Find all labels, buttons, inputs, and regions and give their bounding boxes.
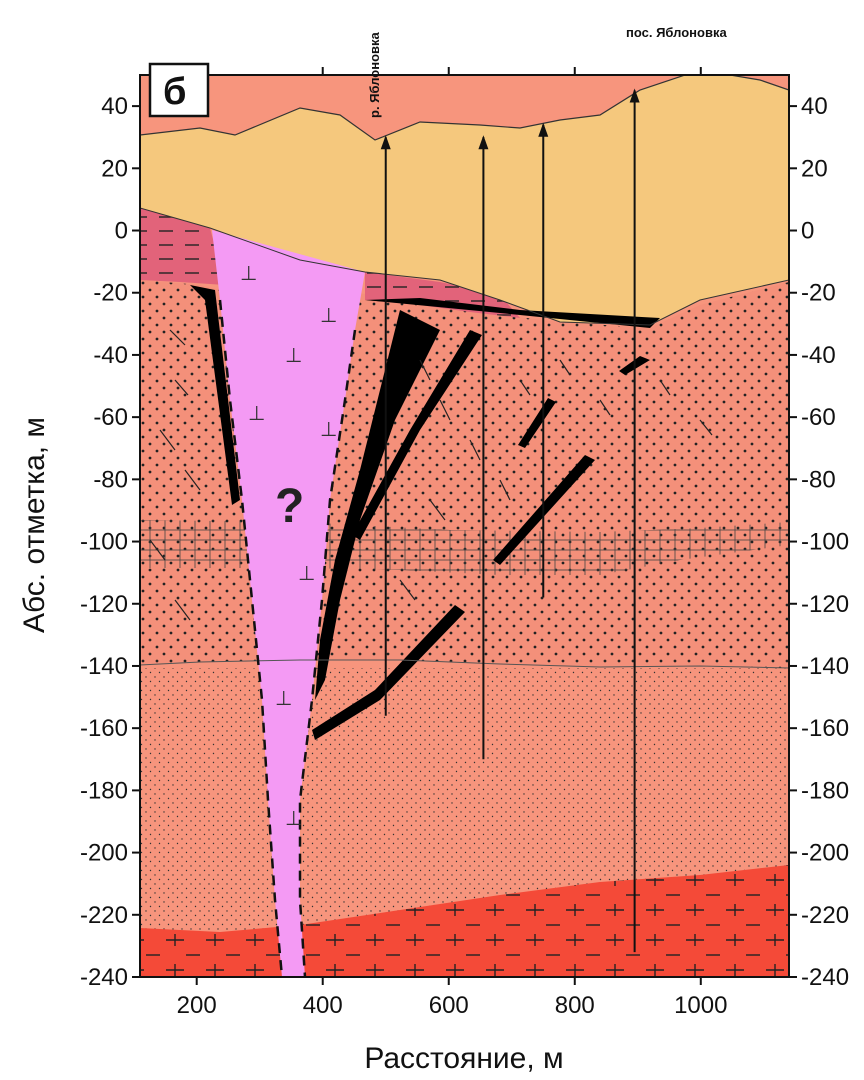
section-body: ⊥ ⊥ ⊥ ⊥ ⊥ ⊥ ⊥ ⊥ ? [140,75,789,977]
x-axis-bottom: 200 400 600 800 1000 [177,977,727,1019]
y-tick-label: -20 [93,280,128,307]
y-tick-label: -220 [80,902,128,929]
y-tick-label: -80 [801,466,836,493]
dyke-symbol: ⊥ [298,563,315,585]
y-tick-label: -120 [80,591,128,618]
x-axis-title: Расстояние, м [364,1042,563,1075]
vein-branch-1 [352,330,482,540]
dyke-contact-right [298,329,357,977]
y-tick-label: -160 [801,715,849,742]
x-tick-label: 600 [429,992,469,1019]
dyke-symbol: ⊥ [285,345,302,367]
dyke-symbol: ⊥ [320,419,337,441]
y-tick-label: -100 [80,529,128,556]
y-tick-label: -240 [80,964,128,991]
y-axis-title: Абс. отметка, м [18,417,51,633]
dyke-contact-left [218,299,284,977]
dyke-symbol: ⊥ [240,263,257,285]
vein-main [315,310,440,700]
y-tick-label: 0 [801,218,814,245]
plot-frame [139,74,790,978]
y-tick-label: -140 [801,653,849,680]
x-tick-label: 800 [555,992,595,1019]
y-tick-label: -60 [801,404,836,431]
y-tick-label: -220 [801,902,849,929]
y-tick-label: 40 [101,93,128,120]
y-axis-left: 40 20 0 -20 -40 -60 -80 -100 -120 -140 -160 -180 -20… [80,93,140,991]
dyke-body [212,230,365,977]
x-tick-label: 400 [303,992,343,1019]
y-tick-label: -160 [80,715,128,742]
mudstone-left-texture [140,208,225,285]
vein-left [190,285,240,505]
boreholes [380,88,640,953]
panel-letter-box [148,62,210,118]
y-tick-label: 0 [115,218,128,245]
y-tick-label: -200 [80,840,128,867]
unknown-dyke-mark: ? [275,480,304,533]
y-tick-label: -200 [801,840,849,867]
borehole-arrowhead [478,135,489,150]
river-label: р. Яблоновка [367,31,382,118]
sediment-cover-layer [140,75,789,325]
dyke-symbol: ⊥ [275,688,292,710]
y-tick-label: -20 [801,280,836,307]
dyke-symbol: ⊥ [320,305,337,327]
dyke-symbol: ⊥ [285,808,302,830]
fracture-marks [149,329,713,621]
y-axis-right: 40 20 0 -20 -40 -60 -80 -100 -120 -140 -160 -180 -20… [789,93,849,991]
y-tick-label: 40 [801,93,828,120]
y-tick-label: -180 [801,777,849,804]
borehole-arrowhead [380,135,391,150]
vein-branch-4 [518,398,556,448]
y-tick-label: -240 [801,964,849,991]
settlement-label: пос. Яблоновка [626,25,727,40]
vein-branch-2 [312,605,465,740]
y-tick-label: -120 [801,591,849,618]
y-tick-label: 20 [101,155,128,182]
dyke-symbol: ⊥ [248,403,265,425]
y-tick-label: -40 [93,342,128,369]
borehole-arrowhead [538,122,549,137]
x-axis-top-ticks [195,67,702,75]
x-tick-label: 1000 [674,992,727,1019]
vein-top [365,298,660,328]
boundary-upper-lower [140,659,789,669]
borehole-arrowhead [629,88,640,103]
y-tick-label: -180 [80,777,128,804]
y-tick-label: 20 [801,155,828,182]
y-tick-label: -40 [801,342,836,369]
cover-base [140,207,789,326]
ground-surface [140,75,789,141]
y-tick-label: -100 [801,529,849,556]
x-tick-label: 200 [177,992,217,1019]
panel-letter: б [163,71,186,113]
y-tick-label: -60 [93,404,128,431]
y-tick-label: -140 [80,653,128,680]
y-tick-label: -80 [93,466,128,493]
